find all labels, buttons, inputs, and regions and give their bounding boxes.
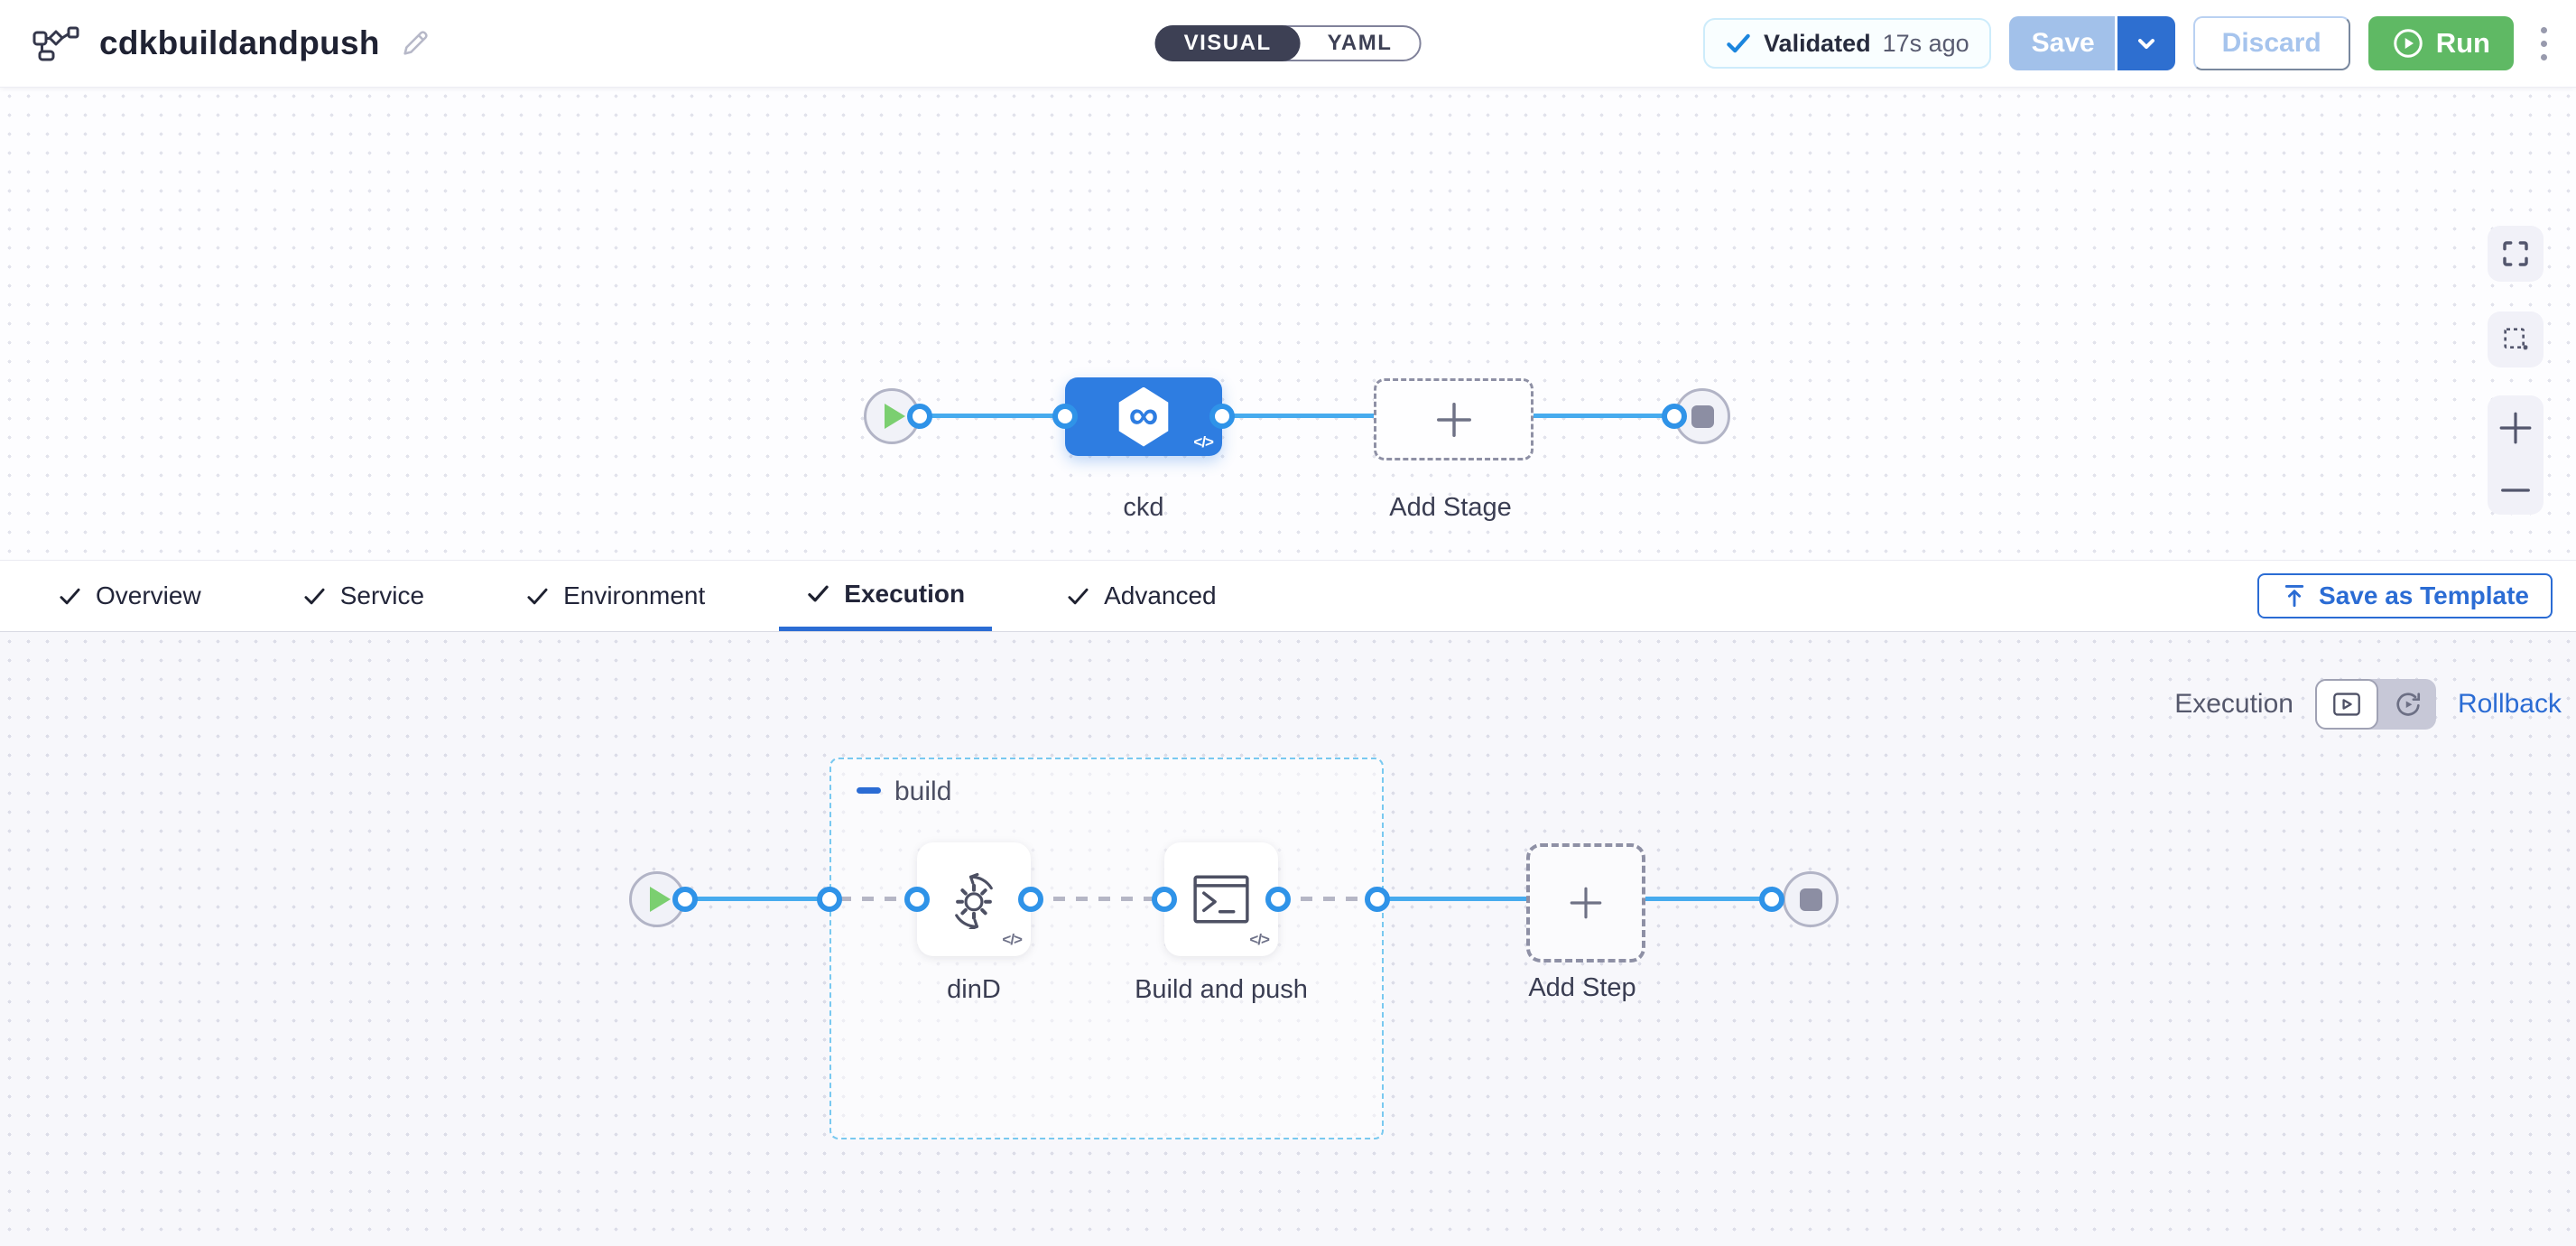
execution-view-icon [2333,693,2360,716]
run-play-icon [2393,29,2423,58]
rollback-view-button[interactable] [2380,679,2436,730]
collapse-group-button[interactable] [857,787,881,794]
port [1018,887,1043,912]
tab-service[interactable]: Service [275,561,451,631]
selection-icon [2504,328,2528,350]
run-label: Run [2435,27,2490,59]
pipeline-icon [32,26,79,60]
add-stage-button[interactable] [1374,378,1534,460]
end-node-icon [1799,888,1822,911]
code-badge: </> [1249,931,1270,948]
start-node-icon [650,887,671,912]
validated-time: 17s ago [1882,29,1969,57]
chevron-down-icon [2137,39,2154,50]
port [1265,887,1291,912]
execution-mode-label: Execution [2174,689,2293,719]
selection-mode-button[interactable] [2488,312,2544,367]
check-icon [1727,33,1750,53]
step-group-build[interactable] [829,758,1384,1139]
pipeline-header: cdkbuildandpush VISUAL YAML Validated 17… [0,0,2576,88]
port [904,887,930,912]
validated-label: Validated [1764,29,1871,57]
more-options-button[interactable] [2532,20,2556,68]
upload-template-icon [2284,584,2304,608]
end-node-icon [1691,404,1714,428]
page-title: cdkbuildandpush [99,24,380,61]
discard-button[interactable]: Discard [2192,16,2350,70]
check-icon [808,585,829,602]
edit-pencil-icon[interactable] [400,28,431,59]
view-mode-toggle: VISUAL YAML [1154,25,1422,61]
save-button[interactable]: Save [2008,16,2117,70]
tab-execution[interactable]: Execution [779,561,993,631]
tab-yaml[interactable]: YAML [1327,31,1393,55]
zoom-in-icon[interactable] [2497,410,2534,446]
check-icon [304,588,325,604]
port [1052,404,1078,429]
add-step-button[interactable] [1526,843,1645,962]
fullscreen-icon [2503,241,2528,266]
step-node-build-and-push[interactable]: </> [1164,842,1278,956]
port [1365,887,1390,912]
save-as-template-button[interactable]: Save as Template [2257,573,2553,618]
add-stage-label: Add Stage [1389,493,1512,522]
execution-canvas[interactable]: Execution Rollback build [0,632,2576,1246]
start-node-icon [885,404,905,429]
add-icon [1436,402,1471,437]
stage-canvas[interactable]: ∞ </> ckd Add Stage [0,87,2576,560]
save-dropdown-button[interactable] [2117,16,2175,70]
check-icon [1068,588,1089,604]
save-split-button: Save [2008,16,2175,70]
port [817,887,842,912]
stage-label: ckd [1123,493,1164,522]
fullscreen-button[interactable] [2488,226,2544,282]
tab-visual[interactable]: VISUAL [1154,25,1301,61]
rollback-icon [2396,693,2421,716]
stage-tabbar: Overview Service Environment Execution A… [0,560,2576,632]
end-node [1783,871,1839,927]
step-connector-dashed [1031,897,1164,901]
execution-mode-row: Execution Rollback [2174,679,2562,730]
step-connector-line [657,897,829,901]
code-badge: </> [1193,433,1214,451]
check-icon [60,588,80,604]
port [1152,887,1177,912]
step-connector-dashed [1278,897,1377,901]
header-left: cdkbuildandpush [32,0,431,87]
terminal-icon [1193,875,1249,924]
tab-advanced[interactable]: Advanced [1039,561,1244,631]
execution-view-button[interactable] [2314,679,2378,730]
header-actions: Validated 17s ago Save Discard Run [1703,0,2556,87]
tab-overview[interactable]: Overview [31,561,228,631]
step-label: Build and push [1135,975,1308,1004]
tab-environment[interactable]: Environment [498,561,732,631]
port [672,887,698,912]
end-node [1674,388,1730,444]
zoom-controls [2488,395,2544,515]
check-icon [527,588,548,604]
port [907,404,932,429]
validated-badge[interactable]: Validated 17s ago [1703,18,1991,69]
gear-sync-icon [955,872,993,929]
add-step-label: Add Step [1528,973,1636,1002]
step-node-dind[interactable]: </> [917,842,1031,956]
execution-rollback-toggle [2314,679,2436,730]
run-button[interactable]: Run [2368,16,2514,70]
ci-hexagon-infinity-icon: ∞ [1118,386,1169,447]
stage-node-ckd[interactable]: ∞ </> [1065,377,1222,456]
add-icon [1570,887,1602,919]
port [1662,404,1687,429]
code-badge: </> [1002,931,1023,948]
rollback-link[interactable]: Rollback [2457,689,2562,719]
port [1759,887,1784,912]
stage-connector-line [892,414,1702,418]
zoom-out-icon[interactable] [2499,480,2532,500]
port [1209,404,1235,429]
step-connector-dashed [839,897,917,901]
step-label: dinD [947,975,1001,1004]
step-group-label: build [894,776,952,806]
